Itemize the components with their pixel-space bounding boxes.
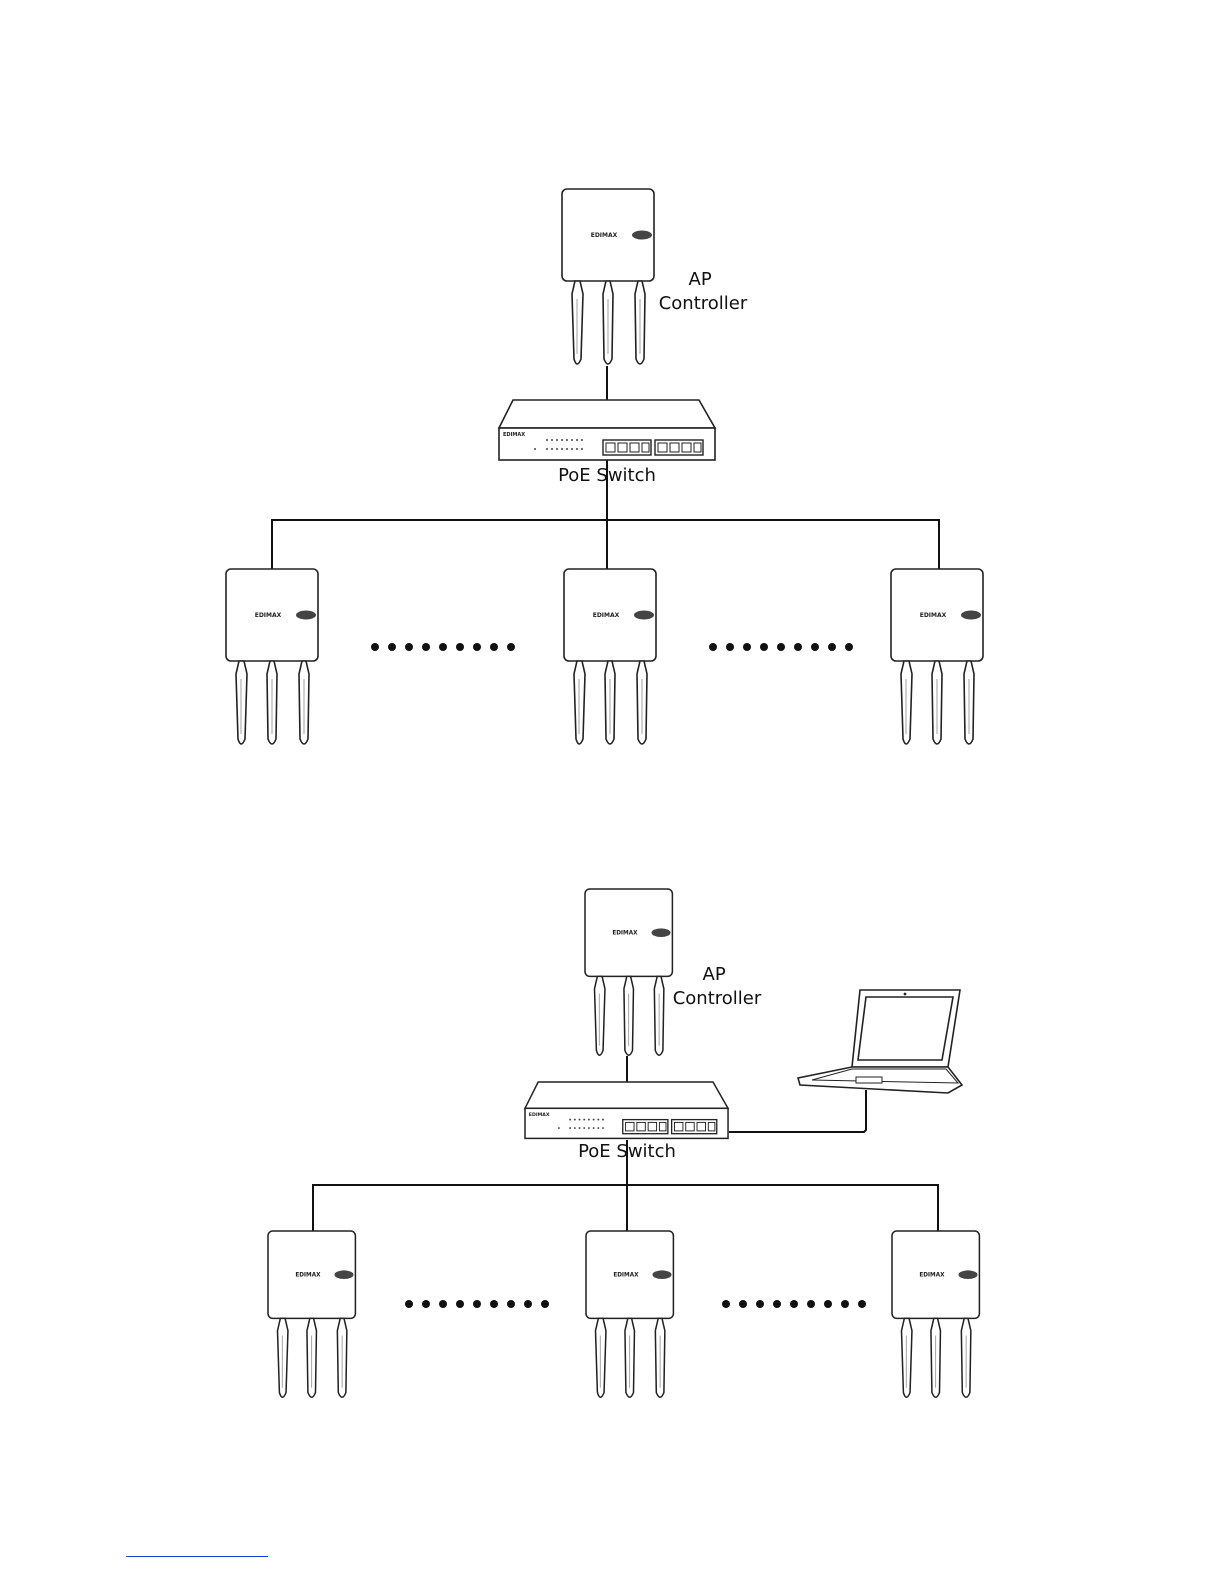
ap-controller-label: AP Controller: [673, 964, 762, 1009]
ap-brand-logo: EDIMAX: [591, 232, 618, 239]
ap-brand-logo: EDIMAX: [295, 1273, 321, 1279]
footer-link-underline: [126, 1556, 268, 1557]
diagram-top: EDIMAX AP Controller EDIMAX PoE Switch E…: [226, 189, 983, 744]
ellipsis-dots: [405, 1300, 549, 1308]
diagram-bottom: EDIMAX AP Controller EDIMAX PoE Switch E…: [268, 889, 979, 1397]
access-point: EDIMAX: [268, 1231, 355, 1397]
ellipsis-dots: [709, 643, 853, 651]
access-point: EDIMAX: [891, 569, 983, 744]
ellipsis-dots: [722, 1300, 866, 1308]
poe-switch-device: EDIMAX: [525, 1082, 728, 1138]
switch-brand-logo: EDIMAX: [503, 432, 525, 438]
ellipsis-dots: [371, 643, 515, 651]
poe-switch-device: EDIMAX: [499, 400, 715, 460]
ap-controller-device: EDIMAX: [562, 189, 654, 364]
ap-brand-logo: EDIMAX: [919, 1273, 945, 1279]
switch-brand-logo: EDIMAX: [529, 1112, 550, 1118]
poe-switch-label: PoE Switch: [578, 1141, 676, 1162]
ap-brand-logo: EDIMAX: [920, 612, 947, 619]
ap-brand-logo: EDIMAX: [612, 931, 638, 937]
access-point: EDIMAX: [892, 1231, 979, 1397]
ap-brand-logo: EDIMAX: [255, 612, 282, 619]
ap-controller-device: EDIMAX: [585, 889, 672, 1055]
access-point: EDIMAX: [564, 569, 656, 744]
laptop-icon: [798, 990, 962, 1093]
access-point: EDIMAX: [226, 569, 318, 744]
ap-brand-logo: EDIMAX: [613, 1273, 639, 1279]
ap-controller-label: AP Controller: [659, 269, 748, 314]
poe-switch-label: PoE Switch: [558, 465, 656, 486]
access-point: EDIMAX: [586, 1231, 673, 1397]
ap-brand-logo: EDIMAX: [593, 612, 620, 619]
